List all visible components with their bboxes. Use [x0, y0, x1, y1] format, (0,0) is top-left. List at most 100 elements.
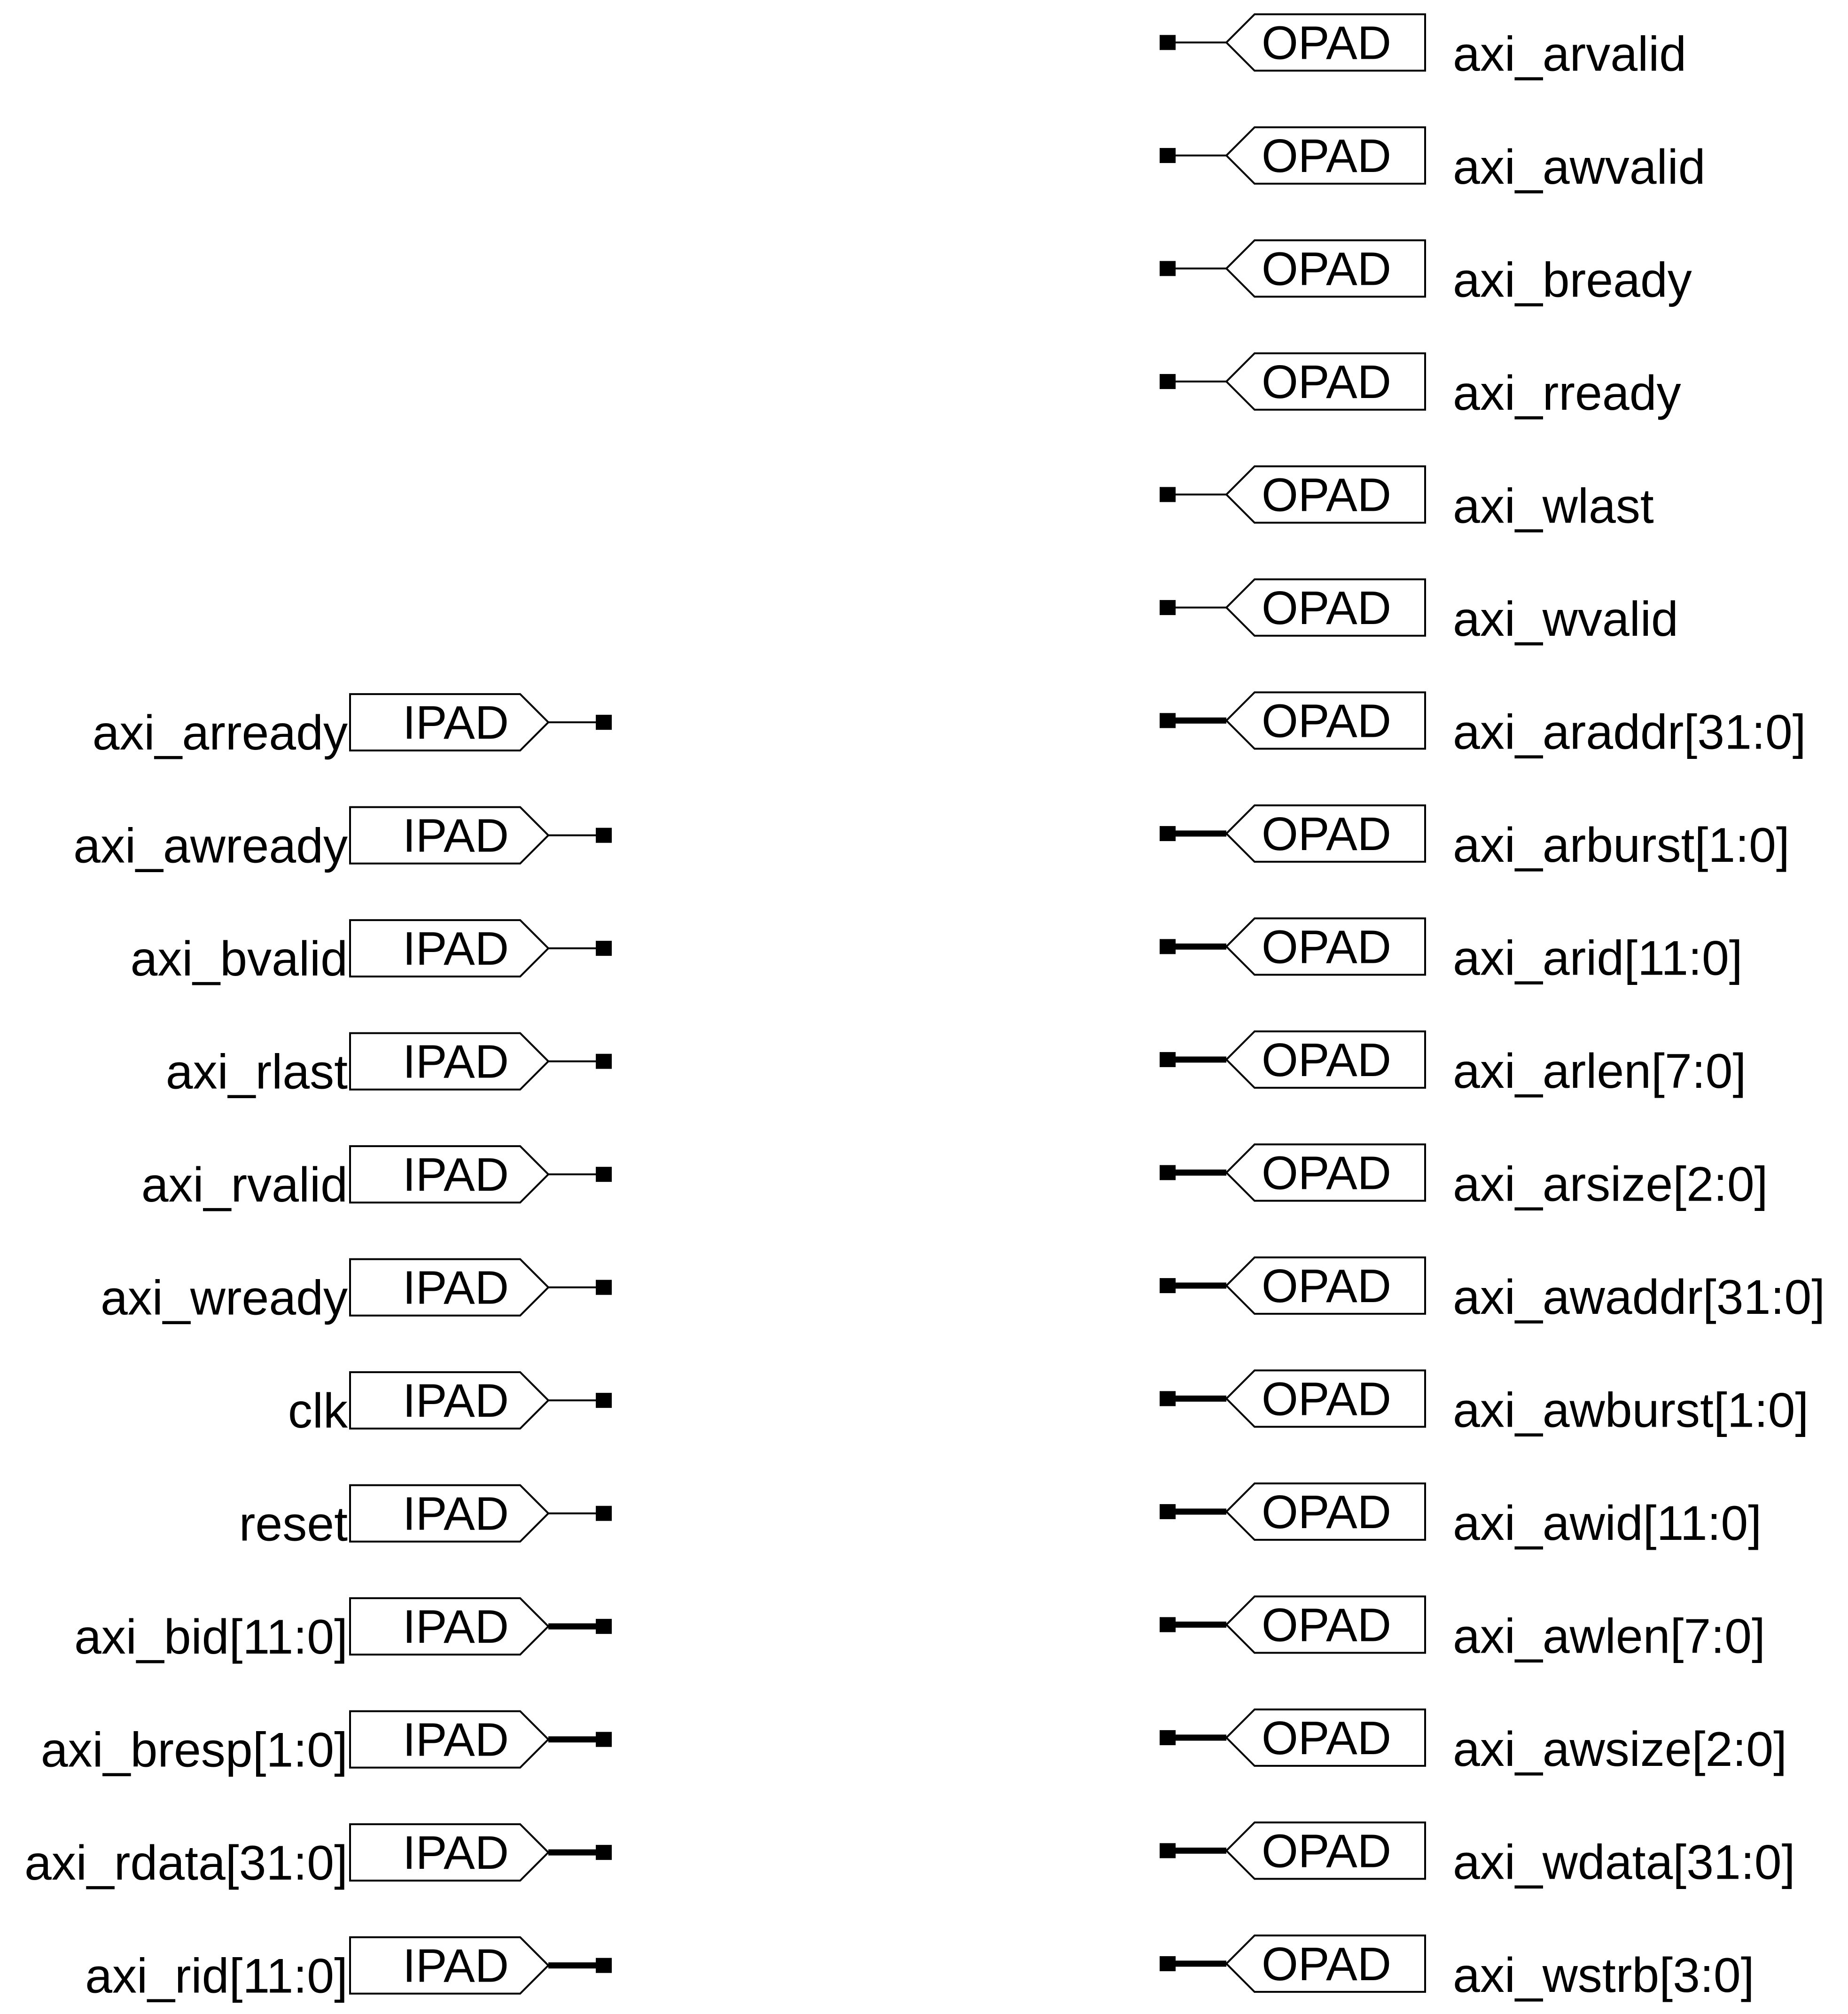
pad-type-label: OPAD [1262, 356, 1391, 408]
pin-name-label: axi_wstrb[3:0] [1453, 1948, 1754, 2003]
opad-symbol [1225, 917, 1426, 976]
pin-name-label: axi_wvalid [1453, 592, 1678, 647]
pin-terminal [596, 715, 612, 730]
pin-terminal [596, 1280, 612, 1295]
pin-name-label: axi_awvalid [1453, 140, 1706, 195]
pin-name-label: axi_araddr[31:0] [1453, 705, 1806, 759]
opad-symbol [1225, 1821, 1426, 1880]
pad-type-label: IPAD [403, 922, 509, 975]
pin-terminal [596, 1619, 612, 1634]
opad-symbol [1225, 1030, 1426, 1089]
pad-type-label: IPAD [403, 810, 509, 862]
pin-name-label: axi_wlast [1453, 479, 1654, 533]
pin-terminal [1160, 600, 1176, 615]
pad-type-label: OPAD [1262, 1712, 1391, 1764]
input-pin-axi-rdata-31-0: axi_rdata[31:0] IPAD [24, 1823, 612, 1890]
input-pin-axi-awready: axi_awready IPAD [73, 806, 612, 874]
input-pin-axi-rid-11-0: axi_rid[11:0]IPAD [85, 1936, 612, 2004]
pin-terminal [1160, 261, 1176, 276]
pin-terminal [1160, 1843, 1176, 1858]
pin-name-label: axi_bid[11:0] [74, 1610, 348, 1664]
pin-terminal [596, 1845, 612, 1860]
pin-name-label: axi_wdata[31:0] [1453, 1835, 1795, 1889]
opad-symbol [1225, 1482, 1426, 1541]
pin-terminal [1160, 1278, 1176, 1293]
output-pin-axi-rready: OPAD axi_rready [1160, 352, 1681, 421]
opad-symbol [1225, 465, 1426, 524]
pin-name-label: reset [239, 1497, 348, 1552]
pin-name-label: axi_wready [101, 1271, 348, 1326]
pin-name-label: axi_arready [93, 706, 348, 760]
pin-name-label: axi_rdata[31:0] [24, 1836, 348, 1890]
ipad-symbol [349, 1710, 550, 1769]
opad-symbol [1225, 1256, 1426, 1315]
pin-name-label: axi_rready [1453, 366, 1681, 421]
ipad-symbol [349, 1823, 550, 1882]
output-pin-axi-arburst-1-0: OPAD axi_arburst[1:0] [1160, 804, 1790, 873]
ipad-symbol [349, 919, 550, 978]
pad-type-label: OPAD [1262, 468, 1391, 521]
pin-terminal [596, 1506, 612, 1521]
input-pin-axi-arready: axi_arready IPAD [93, 693, 612, 760]
pad-type-label: OPAD [1262, 808, 1391, 860]
opad-symbol [1225, 1369, 1426, 1428]
opad-symbol [1225, 126, 1426, 185]
pad-type-label: OPAD [1262, 921, 1391, 973]
pad-type-label: IPAD [403, 1488, 509, 1540]
pad-type-label: IPAD [403, 1714, 509, 1766]
pin-terminal [1160, 1504, 1176, 1519]
ipad-symbol [349, 1145, 550, 1204]
pad-type-label: IPAD [403, 1827, 509, 1879]
pin-name-label: axi_awready [73, 819, 348, 874]
pad-type-label: OPAD [1262, 1373, 1391, 1425]
ipad-symbol [349, 693, 550, 752]
pin-name-label: axi_arlen[7:0] [1453, 1044, 1746, 1099]
pin-name-label: axi_bready [1453, 253, 1692, 307]
pin-terminal [1160, 148, 1176, 163]
pin-name-label: axi_awburst[1:0] [1453, 1383, 1809, 1437]
pin-terminal [1160, 35, 1176, 50]
ipad-symbol [349, 1597, 550, 1656]
pin-terminal [596, 1393, 612, 1408]
pad-type-label: IPAD [403, 696, 509, 749]
pin-name-label: clk [288, 1384, 348, 1438]
input-pin-axi-rvalid: axi_rvalid IPAD [141, 1145, 612, 1212]
pin-name-label: axi_arburst[1:0] [1453, 818, 1790, 873]
pad-type-label: OPAD [1262, 1147, 1391, 1199]
pin-terminal [596, 827, 612, 843]
pin-terminal [596, 1054, 612, 1069]
opad-symbol [1225, 1595, 1426, 1654]
pin-name-label: axi_arid[11:0] [1453, 931, 1743, 985]
pad-type-label: OPAD [1262, 16, 1391, 69]
pin-name-label: axi_rvalid [141, 1158, 348, 1212]
ipad-symbol [349, 1484, 550, 1543]
pad-type-label: OPAD [1262, 130, 1391, 182]
pin-name-label: axi_bvalid [130, 932, 348, 986]
pin-terminal [1160, 374, 1176, 389]
output-pin-axi-wstrb-3-0: OPAD axi_wstrb[3:0] [1160, 1934, 1754, 2003]
pin-terminal [1160, 939, 1176, 954]
pad-type-label: IPAD [403, 1262, 509, 1314]
pin-terminal [1160, 826, 1176, 841]
input-pin-axi-bresp-1-0: axi_bresp[1:0]IPAD [41, 1710, 612, 1778]
pad-type-label: OPAD [1262, 1938, 1391, 1991]
pad-type-label: IPAD [403, 1148, 509, 1201]
ipad-symbol [349, 1371, 550, 1430]
pin-terminal [596, 1167, 612, 1182]
pin-name-label: axi_arsize[2:0] [1453, 1157, 1768, 1211]
pin-terminal [1160, 713, 1176, 728]
pad-type-label: OPAD [1262, 1825, 1391, 1877]
opad-symbol [1225, 691, 1426, 750]
pin-terminal [1160, 1617, 1176, 1632]
pad-type-label: IPAD [403, 1374, 509, 1427]
